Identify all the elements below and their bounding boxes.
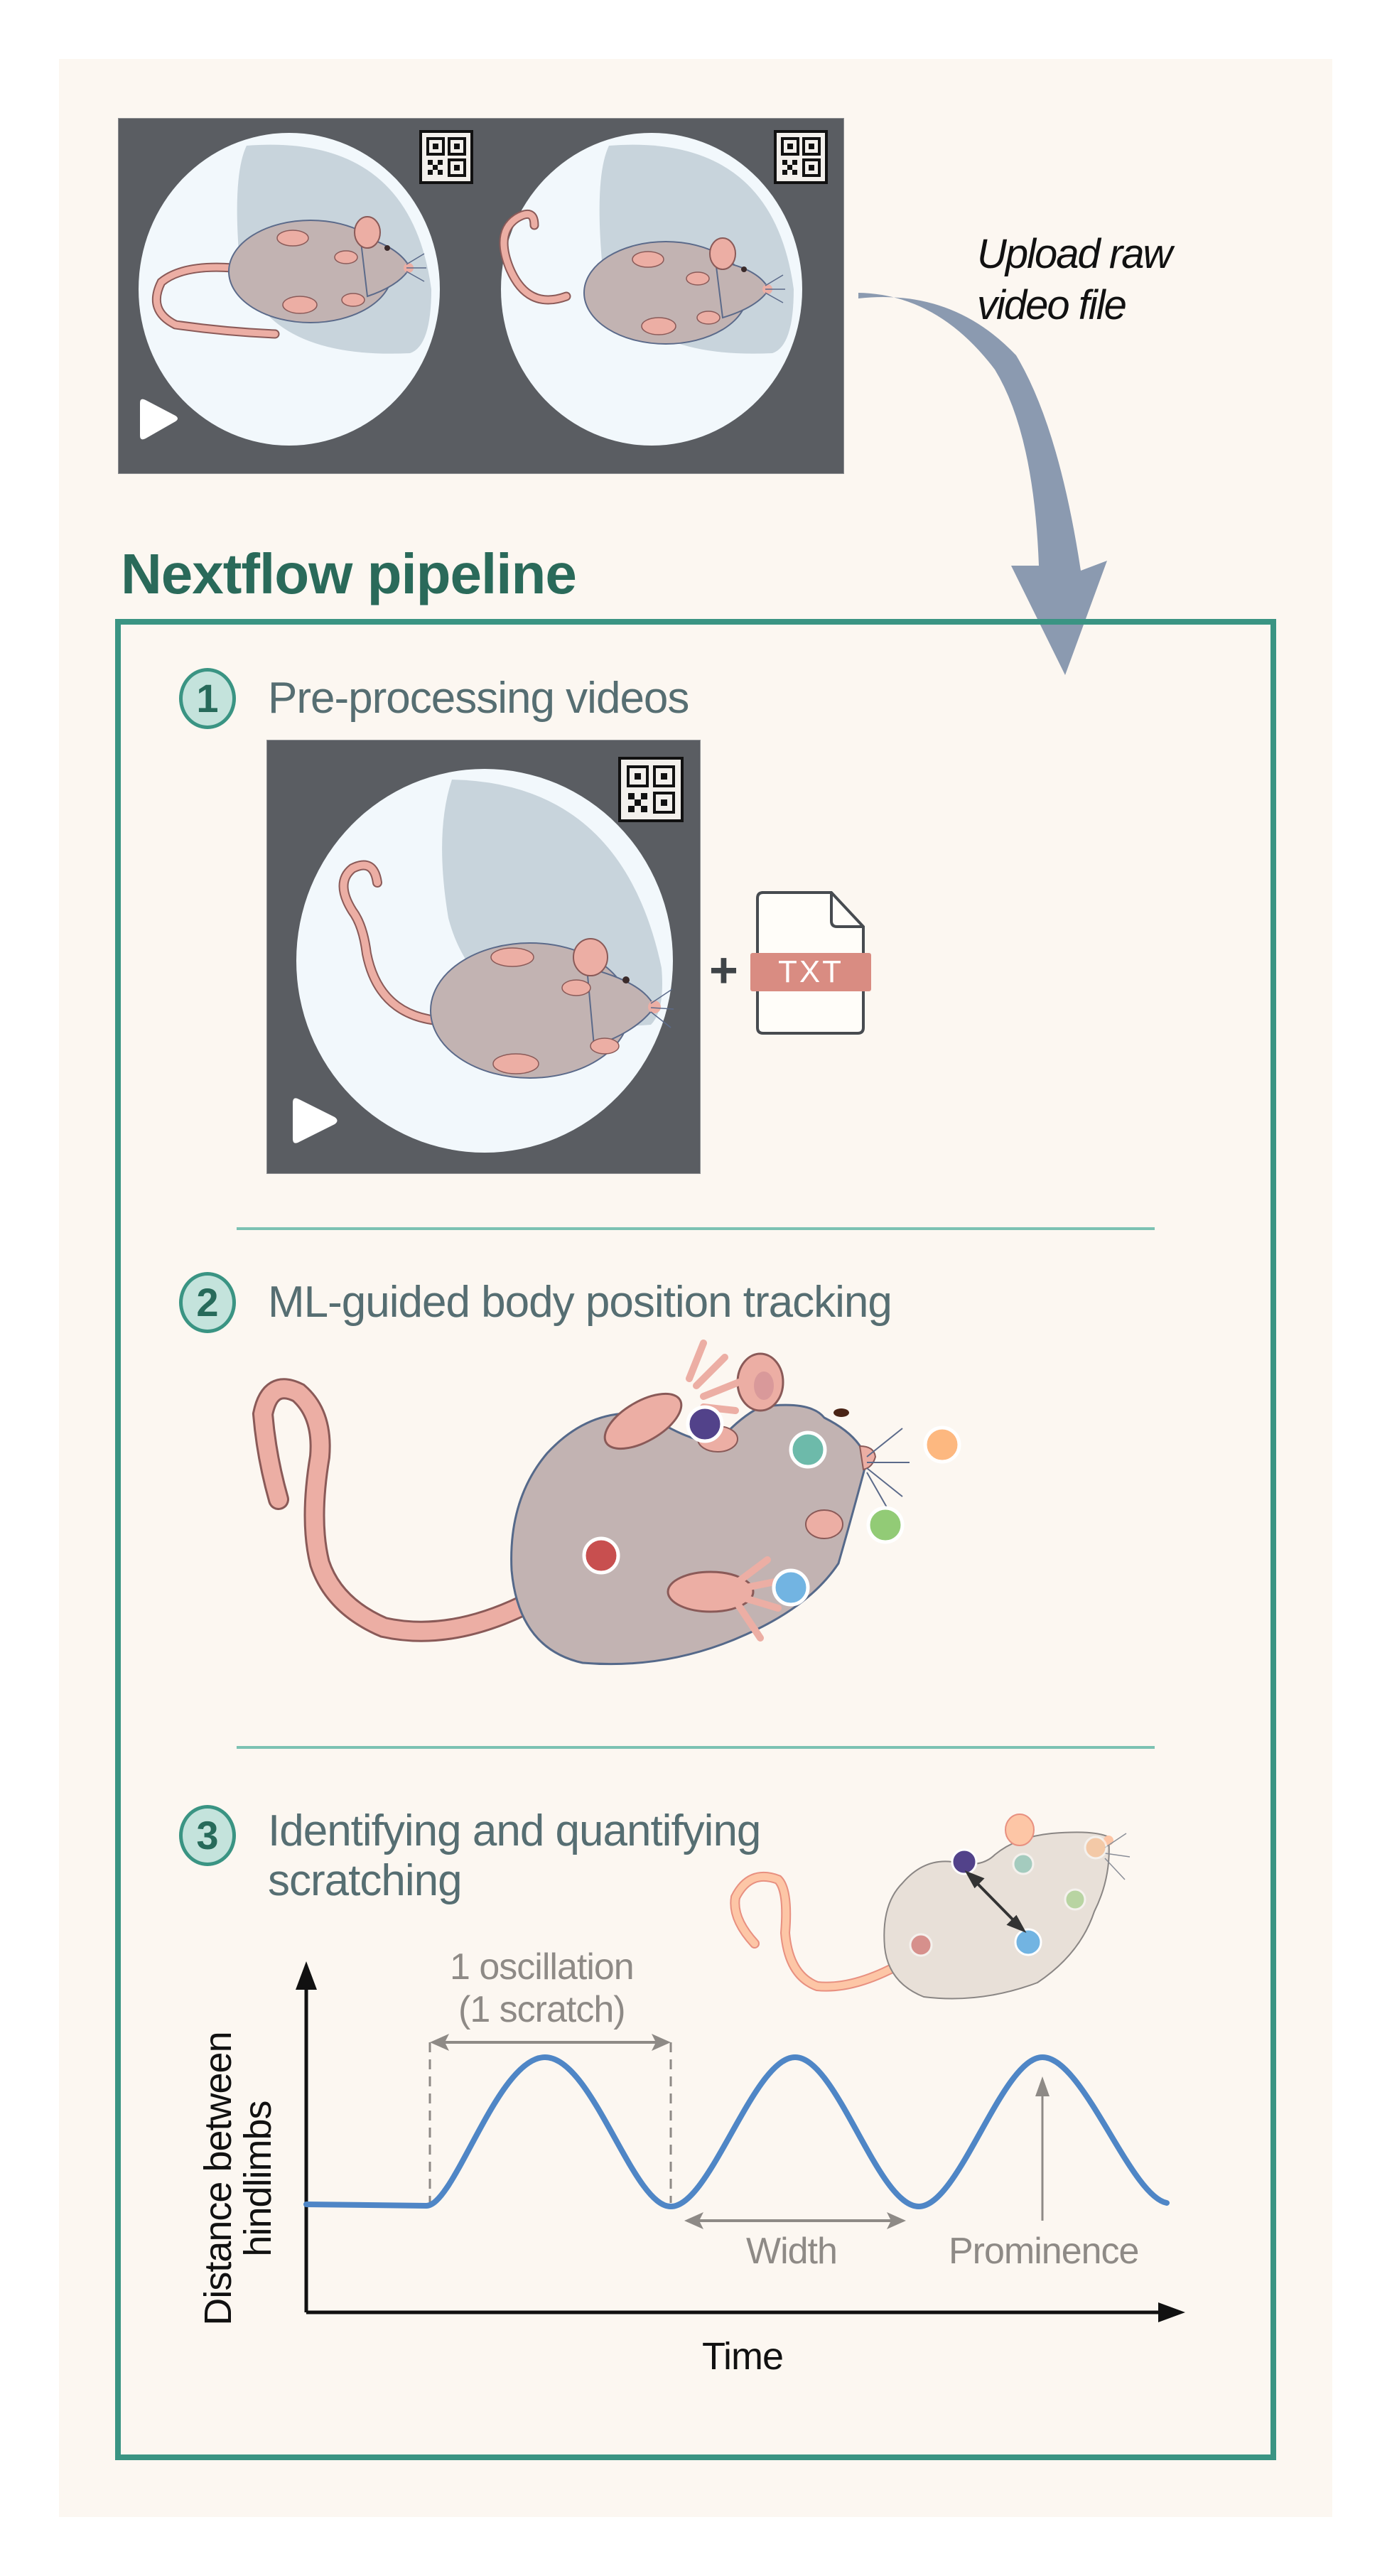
oscillation-label-line2: (1 scratch) [458, 1989, 626, 2030]
signal-line [303, 2054, 1170, 2210]
mouse-icon [499, 209, 785, 345]
y-axis-label: Distance between hindlimbs [197, 2008, 279, 2349]
txt-file-label: TXT [750, 953, 871, 991]
qr-code-icon [618, 757, 684, 822]
step-badge-3: 3 [179, 1805, 236, 1866]
x-axis-arrow-icon [1158, 2302, 1185, 2322]
marker-teal [789, 1430, 827, 1469]
x-axis-label: Time [702, 2335, 784, 2378]
oscillation-label-line1: 1 oscillation [450, 1946, 635, 1988]
mouse-icon [151, 216, 426, 339]
marker-purple [686, 1405, 724, 1443]
marker-green [866, 1506, 905, 1544]
y-axis-label-line2: hindlimbs [237, 2101, 279, 2257]
distance-arrow-icon [964, 1870, 1027, 1933]
marker-red [582, 1536, 620, 1575]
step-title-2: ML-guided body position tracking [268, 1278, 892, 1327]
step-badge-1: 1 [179, 668, 236, 729]
qr-code-icon [774, 130, 828, 184]
small-mouse-distance-illustration [730, 1814, 1131, 2000]
step-title-3-line1: Identifying and quantifying [268, 1806, 761, 1855]
step-title-1: Pre-processing videos [268, 674, 689, 723]
play-icon [140, 399, 178, 440]
upload-label-line2: video file [977, 282, 1127, 328]
mouse-icon [252, 1340, 910, 1666]
raw-video-frame[interactable] [118, 118, 844, 474]
upload-label-line1: Upload raw [977, 231, 1172, 277]
upload-arrow-icon [858, 293, 1107, 675]
section-divider [237, 1227, 1155, 1230]
marker-teal-faded [1012, 1853, 1035, 1875]
pipeline-title: Nextflow pipeline [121, 542, 577, 605]
plus-sign: + [709, 942, 738, 998]
marker-orange-faded [1084, 1836, 1108, 1860]
scratch-signal-chart [296, 1961, 1185, 2322]
mouse-icon [338, 860, 674, 1079]
step-title-3-line2: scratching [268, 1856, 463, 1905]
marker-red-faded [909, 1933, 933, 1957]
upload-label: Upload raw video file [977, 229, 1172, 331]
y-axis-label-line1: Distance between [197, 2032, 239, 2326]
y-axis-arrow-icon [296, 1961, 317, 1990]
marker-orange [923, 1426, 961, 1464]
qr-code-icon [419, 130, 473, 184]
marker-purple [951, 1848, 978, 1875]
play-icon [293, 1098, 338, 1143]
prominence-label: Prominence [949, 2231, 1139, 2272]
preprocessed-video-illustration [293, 757, 684, 1153]
raw-video-illustration [139, 130, 828, 446]
tracked-mouse-illustration [252, 1340, 961, 1666]
preprocessed-video-frame[interactable] [266, 740, 701, 1174]
marker-blue [772, 1568, 810, 1607]
marker-blue [1014, 1928, 1042, 1956]
pipeline-frame [115, 619, 1276, 2460]
step-badge-2: 2 [179, 1272, 236, 1333]
section-divider [237, 1746, 1155, 1749]
marker-green-faded [1064, 1888, 1086, 1911]
width-label: Width [746, 2231, 838, 2272]
